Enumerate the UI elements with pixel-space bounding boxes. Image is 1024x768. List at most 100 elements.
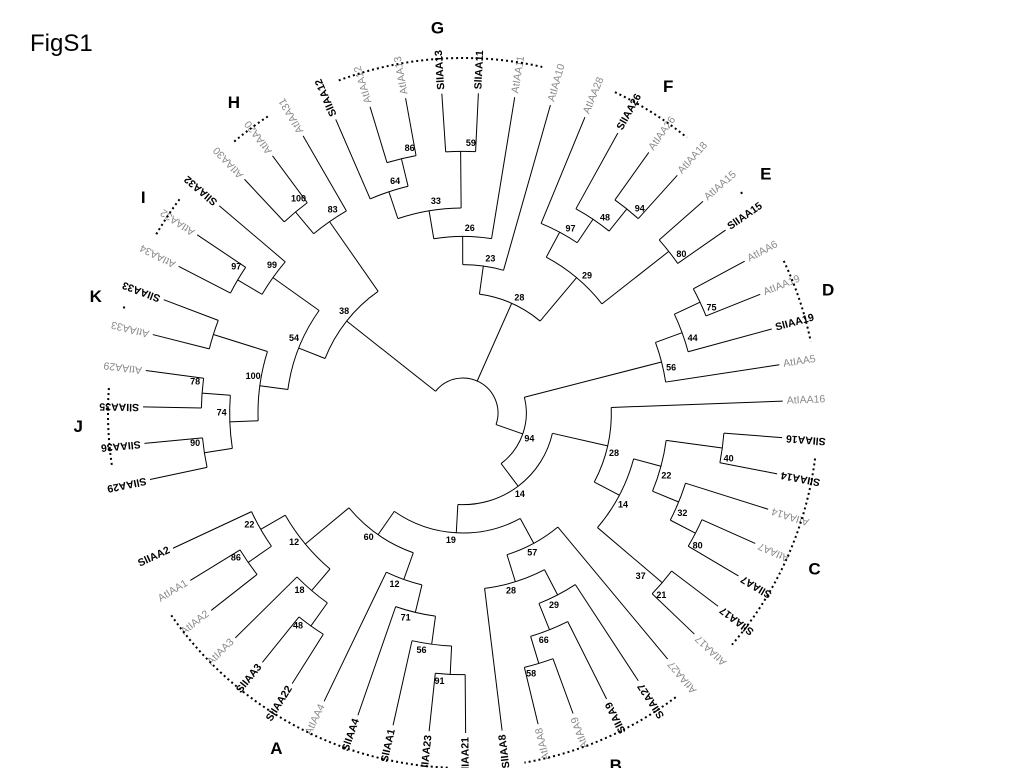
leaf-label: SlIAA29	[106, 475, 147, 495]
branch-line	[218, 205, 286, 263]
branch-arc	[348, 507, 414, 554]
bootstrap-value: 57	[527, 548, 537, 558]
leaf-label: AtIAA32	[158, 206, 197, 238]
branch-arc	[394, 510, 521, 534]
branch-arc	[692, 288, 707, 317]
branch-line	[460, 151, 462, 209]
leaf-label: SlIAA21	[459, 737, 471, 768]
leaf-label: SlIAA23	[418, 734, 434, 768]
bootstrap-value: 90	[190, 438, 200, 448]
bootstrap-value: 48	[293, 621, 303, 631]
branch-line	[272, 277, 320, 311]
branch-arc	[445, 150, 476, 153]
branch-arc	[652, 440, 667, 492]
clade-label: F	[663, 77, 673, 96]
branch-line	[652, 490, 679, 503]
bootstrap-value: 94	[524, 434, 534, 444]
branch-line	[305, 507, 350, 545]
branch-line	[291, 633, 324, 684]
branch-line	[152, 334, 210, 350]
leaf-label: SlIAA32	[182, 173, 220, 208]
branch-line	[601, 250, 670, 305]
branch-line	[392, 640, 413, 726]
leaf-label: SlIAA2	[136, 544, 172, 569]
branch-line	[400, 158, 409, 187]
branch-line	[244, 178, 285, 223]
branch-line	[428, 673, 436, 732]
bootstrap-value: 32	[677, 508, 687, 518]
leaf-label: AtIAA12	[352, 64, 375, 105]
branch-line	[614, 152, 650, 201]
branch-line	[449, 646, 453, 675]
clade-label: J	[74, 417, 83, 436]
leaf-label: SlIAA3	[234, 661, 265, 695]
bootstrap-value: 59	[466, 138, 476, 148]
leaf-label: SlIAA15	[725, 200, 765, 233]
branch-arc	[433, 235, 492, 240]
branch-line	[500, 463, 519, 487]
branch-line	[310, 602, 328, 627]
bootstrap-value: 56	[666, 362, 676, 372]
branch-line	[688, 328, 772, 353]
bootstrap-value: 56	[416, 645, 426, 655]
leaf-label: SlIAA11	[472, 50, 486, 90]
branch-line	[202, 392, 231, 396]
bootstrap-value: 48	[600, 212, 610, 222]
clade-bracket	[740, 191, 745, 196]
bootstrap-value: 60	[364, 532, 374, 542]
leaf-label: SlIAA16	[785, 432, 826, 447]
branch-line	[259, 385, 288, 391]
branch-line	[149, 466, 208, 481]
bootstrap-value: 33	[431, 196, 441, 206]
bootstrap-value: 37	[636, 571, 646, 581]
leaf-label: SlIAA26	[614, 92, 644, 133]
branch-line	[388, 191, 399, 219]
branch-line	[574, 584, 639, 682]
branch-line	[719, 462, 778, 475]
branch-line	[476, 303, 513, 382]
leaf-label: SlIAA22	[264, 684, 295, 724]
branch-line	[145, 369, 204, 379]
branch-arc	[506, 526, 559, 556]
branch-line	[674, 301, 701, 315]
leaf-label: AtIAA10	[546, 62, 568, 102]
bootstrap-value: 29	[582, 271, 592, 281]
branch-line	[540, 116, 586, 224]
branch-line	[210, 574, 258, 611]
branch-line	[213, 334, 268, 352]
branch-line	[687, 545, 739, 577]
branch-line	[651, 593, 695, 635]
branch-line	[475, 93, 479, 152]
branch-line	[428, 210, 435, 239]
bootstrap-value: 44	[688, 333, 698, 343]
leaf-label: AtIAA34	[138, 242, 178, 270]
branch-line	[552, 432, 608, 447]
branch-line	[260, 514, 286, 530]
branch-arc	[397, 207, 462, 220]
branch-line	[608, 208, 628, 232]
bootstrap-value: 80	[676, 249, 686, 259]
clade-bracket	[782, 260, 812, 342]
leaf-label: SlIAA8	[496, 734, 512, 768]
branch-arc	[257, 351, 268, 421]
branch-line	[414, 584, 423, 613]
bootstrap-value: 74	[217, 407, 227, 417]
leaf-label: AtIAA1	[156, 577, 190, 604]
branch-line	[190, 549, 241, 581]
branch-arc	[324, 290, 379, 359]
clade-label: K	[90, 287, 103, 306]
branch-arc	[435, 377, 499, 425]
bootstrap-value: 28	[506, 586, 516, 596]
branch-line	[705, 293, 761, 317]
branch-line	[247, 545, 272, 563]
leaf-label: SlIAA9	[603, 700, 629, 736]
branch-line	[693, 260, 745, 290]
bootstrap-value: 12	[289, 537, 299, 547]
branch-line	[671, 570, 719, 607]
branch-line	[302, 135, 347, 212]
leaf-label: AtIAA31	[276, 96, 306, 136]
bootstrap-value: 71	[401, 612, 411, 622]
branch-line	[640, 563, 663, 584]
bootstrap-value: 78	[190, 377, 200, 387]
leaf-label: AtIAA5	[782, 353, 816, 370]
